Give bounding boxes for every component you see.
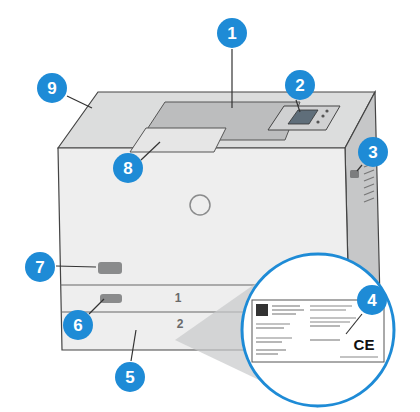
callout-discs [25, 18, 388, 392]
tray-number: 1 [175, 291, 182, 305]
tray-handle [100, 294, 122, 303]
tray-number: 2 [177, 317, 184, 331]
panel-screen [288, 110, 318, 124]
callout-number: 2 [295, 76, 304, 96]
output-extension [130, 128, 226, 152]
magnifier-circle [242, 254, 394, 406]
panel-button [316, 120, 319, 123]
callout-number: 6 [73, 316, 82, 336]
callout-number: 1 [227, 24, 236, 44]
label-fine-print [256, 306, 378, 357]
callout-number: 4 [367, 291, 376, 311]
callout-number: 3 [368, 143, 377, 163]
label-logo [256, 304, 268, 316]
control-panel [268, 106, 340, 130]
callout-number: 7 [35, 258, 44, 278]
certification-mark: CE [354, 336, 375, 353]
callout-number: 9 [47, 79, 56, 99]
door-handle [98, 262, 122, 274]
logo-badge [190, 195, 210, 215]
panel-button [321, 114, 324, 117]
callout-number: 8 [123, 159, 132, 179]
power-button [350, 170, 359, 178]
callout-number: 5 [125, 368, 134, 388]
panel-button [325, 109, 328, 112]
leader-lines [56, 49, 362, 361]
